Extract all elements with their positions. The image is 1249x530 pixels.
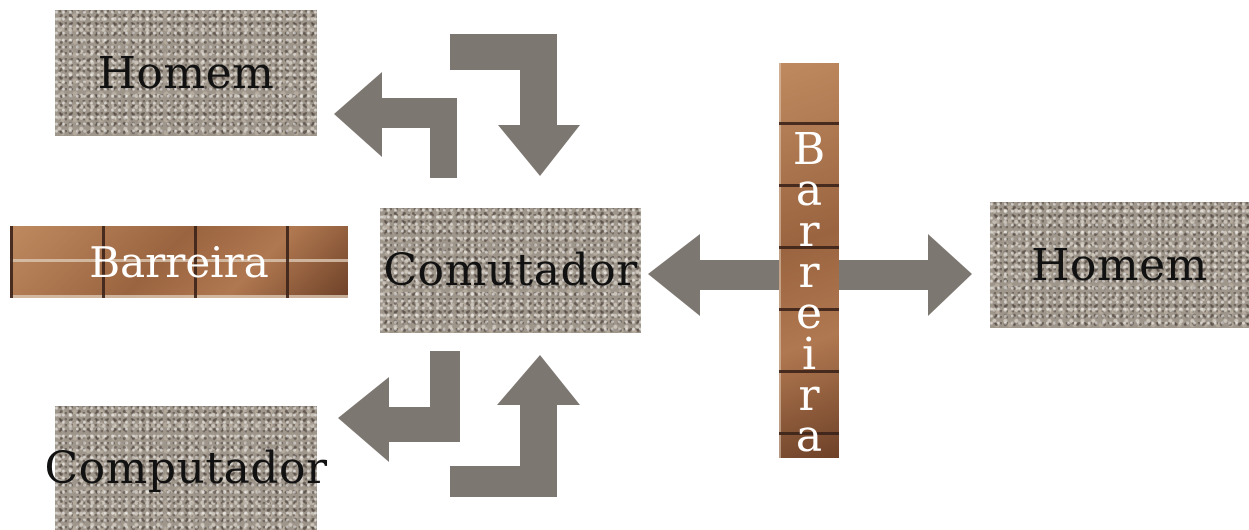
barreira-vertical-letter: r (798, 370, 820, 421)
barreira-vertical-letter: i (801, 329, 817, 380)
barreira-vertical-letter: r (798, 206, 820, 257)
computador-label: Computador (44, 442, 328, 494)
barreira-vertical-letter: a (795, 165, 823, 216)
barreira-label-left: Barreira (89, 237, 269, 287)
comutador-box: Comutador (380, 208, 641, 333)
barreira-vertical-letter: B (792, 124, 826, 175)
homem-label-top: Homem (97, 47, 275, 99)
homem-box-right: Homem (990, 202, 1249, 328)
comutador-label: Comutador (383, 245, 638, 296)
barreira-box-left: Barreira (10, 226, 348, 298)
barreira-vertical-letter: a (795, 411, 823, 462)
arrow-homem-to-comutador (450, 34, 580, 176)
arrow-computador-to-comutador (450, 355, 580, 497)
arrow-comutador-to-homem (334, 72, 457, 178)
barreira-vertical-letter: e (795, 288, 823, 339)
homem-box-top: Homem (55, 10, 317, 136)
arrow-comutador-to-computador (338, 351, 460, 462)
barreira-vertical-letter: r (798, 247, 820, 298)
homem-label-right: Homem (1031, 239, 1208, 291)
computador-box: Computador (45, 406, 327, 530)
